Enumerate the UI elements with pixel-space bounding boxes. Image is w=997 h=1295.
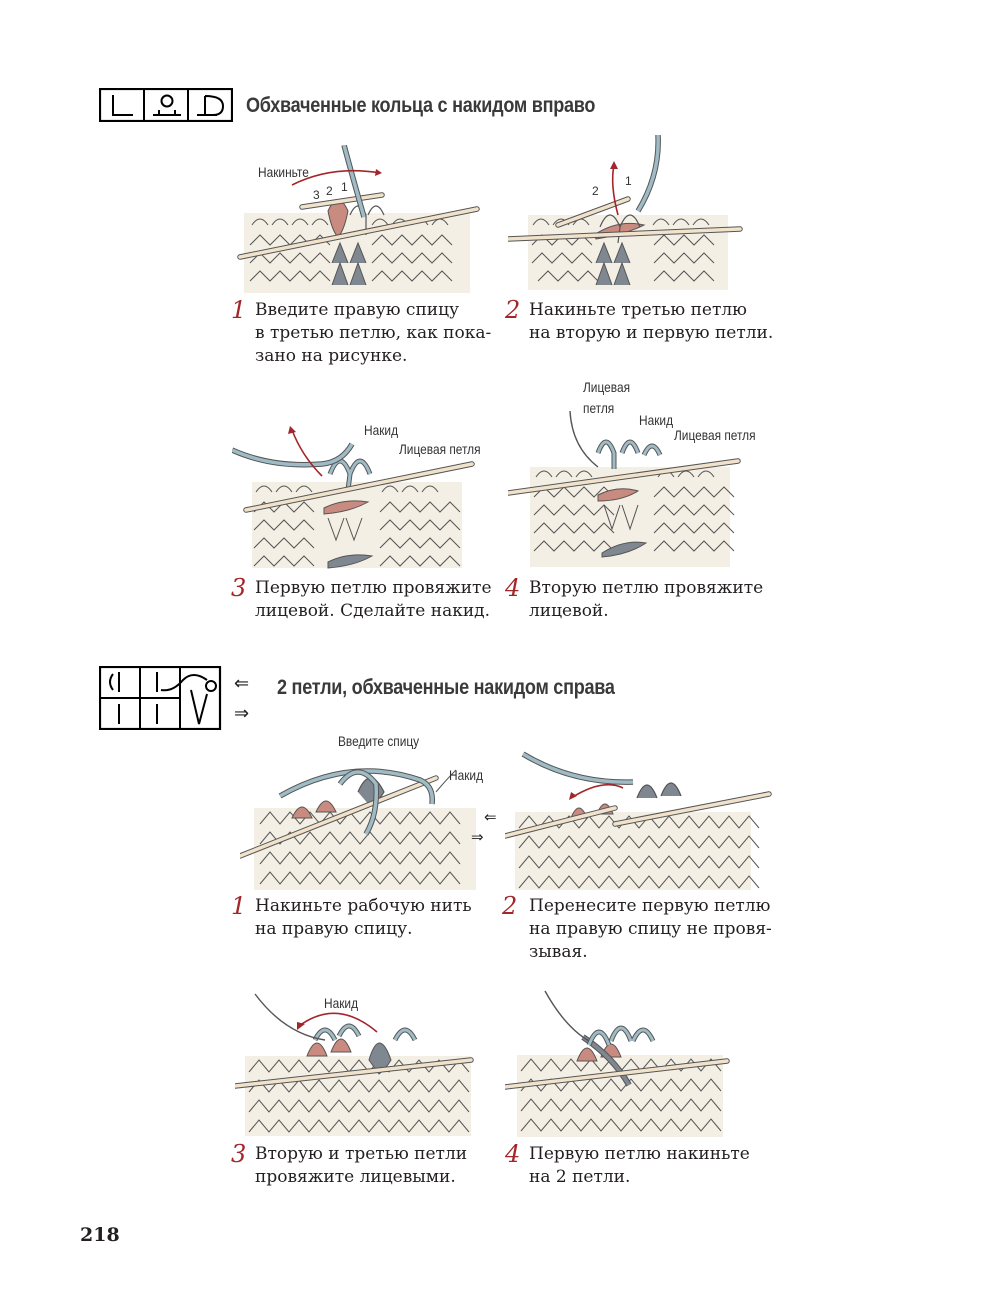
- step-number: 1: [231, 892, 247, 920]
- step-number: 3: [231, 1140, 247, 1168]
- page-number: 218: [80, 1224, 120, 1246]
- label-wrap: Накиньте: [258, 164, 309, 180]
- step-number: 4: [505, 574, 521, 602]
- knitting-illustration-1-2: [508, 135, 743, 290]
- knitting-illustration-1-1: [237, 145, 480, 293]
- section-title: 2 петли, обхваченные накидом справа: [277, 676, 615, 699]
- knitting-illustration-2-3: [235, 993, 474, 1136]
- chart-symbol-1: [99, 88, 233, 122]
- section-title: Обхваченные кольца с накидом вправо: [246, 94, 596, 117]
- knitting-illustration-2-1: [240, 768, 476, 890]
- label-yarnover: Накид: [449, 767, 484, 783]
- step-number: 3: [231, 574, 247, 602]
- step-number: 2: [505, 296, 521, 324]
- label-knit-loop: Лицевая: [583, 379, 631, 395]
- arrow-left-icon: ⇐: [484, 808, 497, 826]
- step-text: Вторую и третью петли провяжите лицевыми…: [255, 1144, 468, 1187]
- step-number: 4: [505, 1140, 521, 1168]
- step-text: Вторую петлю провяжите лицевой.: [529, 578, 764, 621]
- arrow-right-icon: ⇒: [471, 828, 484, 846]
- arrow-left-icon: ⇐: [234, 673, 250, 694]
- knitting-illustration-2-2: [505, 751, 772, 890]
- step-text: Перенесите первую петлю на правую спицу …: [529, 896, 772, 962]
- label-yarnover: Накид: [639, 412, 674, 428]
- knitting-illustration-1-3: [232, 426, 475, 569]
- label-loop-1: 1: [625, 174, 632, 188]
- step-text: Накиньте третью петлю на вторую и первую…: [529, 300, 774, 343]
- step-number: 2: [502, 892, 518, 920]
- label-knit-loop: петля: [583, 400, 615, 416]
- step-text: Накиньте рабочую нить на правую спицу.: [255, 896, 472, 939]
- label-loop-1: 1: [341, 180, 348, 194]
- step-text: Первую петлю провяжите лицевой. Сделайте…: [255, 578, 492, 621]
- label-yarnover: Накид: [364, 422, 399, 438]
- step-text: Первую петлю накиньте на 2 петли.: [529, 1144, 750, 1187]
- label-loop-2: 2: [326, 184, 333, 198]
- label-loop-2: 2: [592, 184, 599, 198]
- chart-symbol-2: [99, 666, 222, 730]
- knitting-illustration-1-4: [508, 410, 741, 567]
- step-text: Введите правую спицу в третью петлю, как…: [255, 300, 492, 366]
- label-knit-loop: Лицевая петля: [674, 427, 756, 443]
- knitting-illustration-2-4: [505, 990, 730, 1137]
- label-loop-3: 3: [313, 188, 320, 202]
- arrow-right-icon: ⇒: [234, 703, 250, 724]
- label-yarnover: Накид: [324, 995, 359, 1011]
- label-insert-needle: Введите спицу: [338, 733, 420, 749]
- label-knit-loop: Лицевая петля: [399, 441, 481, 457]
- step-number: 1: [231, 296, 247, 324]
